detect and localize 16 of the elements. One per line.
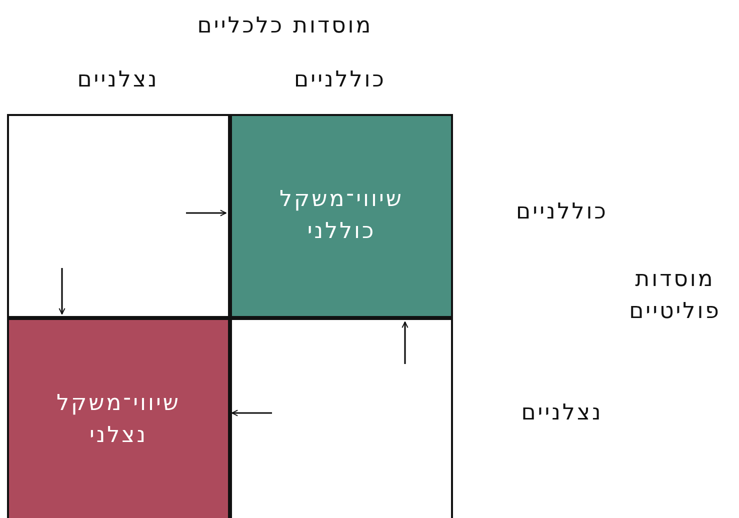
row-header: כוללניים: [516, 200, 608, 224]
cell-label: שיווי־משקל נצלני: [56, 390, 182, 450]
row-header: נצלניים: [521, 400, 603, 426]
arrow: [232, 410, 272, 416]
matrix-cell: [230, 318, 453, 518]
cell-label: שיווי־משקל כוללני: [278, 186, 404, 246]
matrix-cell: [7, 114, 230, 318]
axis-title: מוסדות כלכליים: [197, 14, 373, 38]
equilibrium-cell: [7, 318, 230, 518]
column-header: נצלניים: [77, 68, 159, 92]
arrow: [402, 322, 408, 364]
axis-title: מוסדות פוליטיים: [628, 266, 722, 326]
equilibrium-cell: [230, 114, 453, 318]
column-header: כוללניים: [294, 68, 386, 92]
arrow: [58, 268, 66, 314]
arrow: [186, 210, 226, 216]
